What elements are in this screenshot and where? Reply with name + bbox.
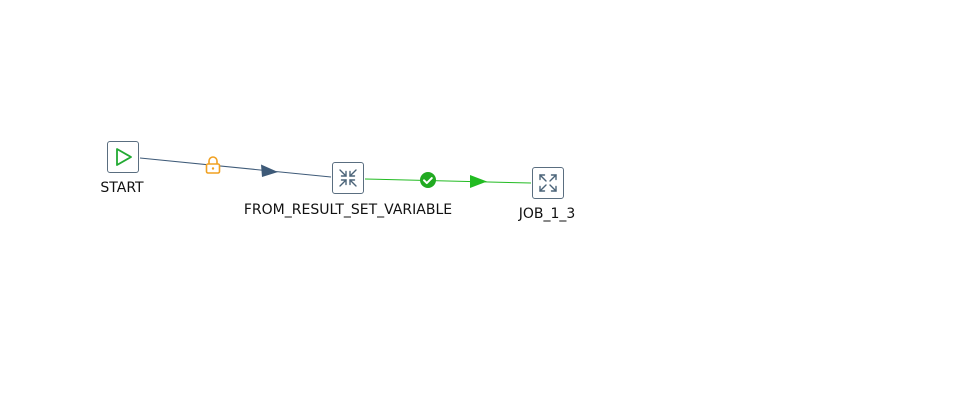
- start-node-label: START: [100, 180, 144, 196]
- from-result-set-variable-label: FROM_RESULT_SET_VARIABLE: [243, 202, 453, 218]
- job-1-3-node[interactable]: [532, 167, 564, 199]
- collapse-arrows-icon: [339, 169, 357, 187]
- hop-arrowhead: [261, 164, 278, 177]
- job-1-3-label: JOB_1_3: [518, 206, 576, 222]
- expand-arrows-icon: [539, 174, 557, 192]
- from-result-set-variable-node[interactable]: [332, 162, 364, 194]
- hop-from-result-to-job[interactable]: [364, 172, 532, 188]
- play-icon: [116, 148, 132, 166]
- check-circle-icon[interactable]: [420, 172, 436, 188]
- lock-icon[interactable]: [205, 156, 221, 174]
- hop-arrowhead: [470, 175, 487, 188]
- start-node[interactable]: [107, 141, 139, 173]
- hop-start-to-from-result[interactable]: [139, 156, 332, 178]
